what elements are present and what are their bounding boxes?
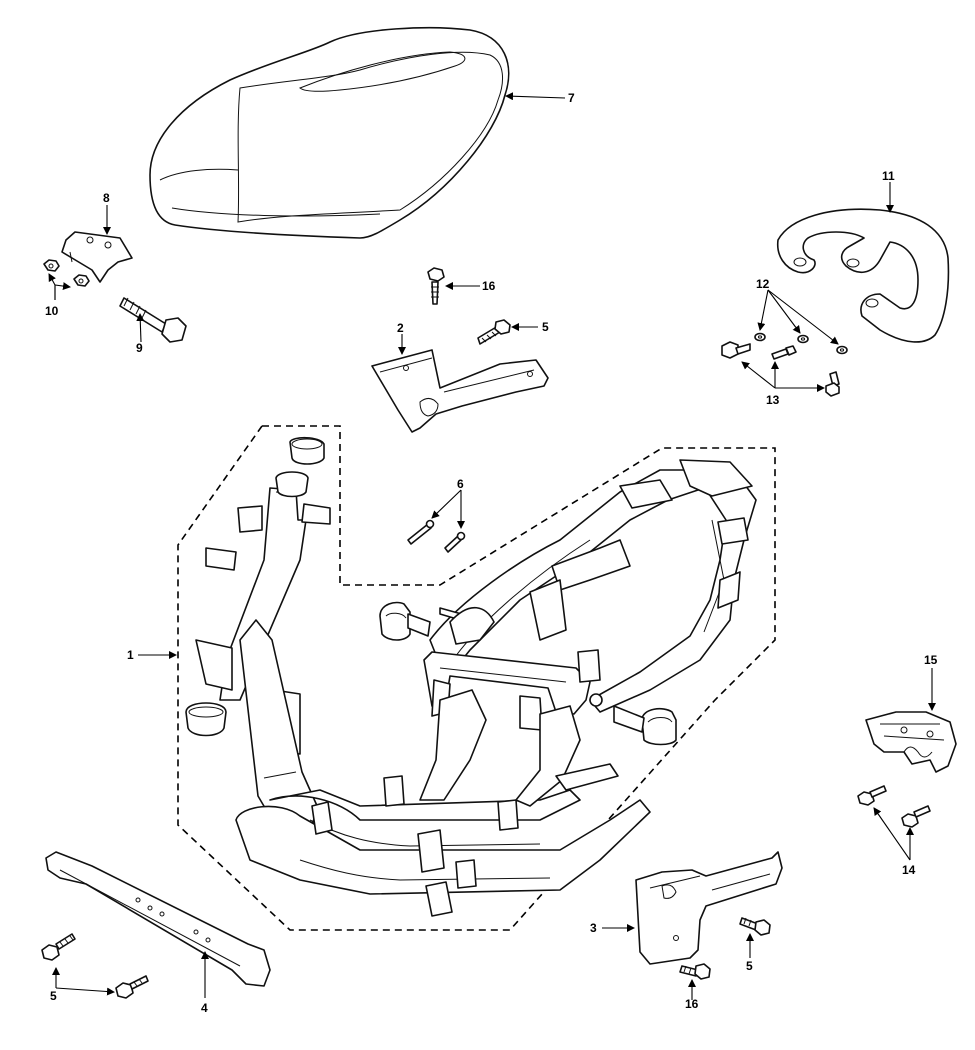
callout-15: 15 [924,653,938,667]
callout-16-upper: 16 [482,279,496,293]
callout-3: 3 [590,921,597,935]
nut-part [43,259,90,287]
callout-9: 9 [136,341,143,355]
callout-5-upper: 5 [542,320,549,334]
screw-part [679,917,771,980]
latch-part [865,711,957,773]
screw-part [857,785,931,828]
washer-part [754,332,848,355]
bolt-part [119,297,187,343]
callout-6: 6 [457,477,464,491]
callout-5-lower-left: 5 [50,989,57,1003]
callout-8: 8 [103,191,110,205]
callout-7: 7 [568,91,575,105]
pin-part [407,519,466,553]
cover-part [635,851,783,965]
callout-10: 10 [45,304,59,318]
grab-rail-part [776,208,950,343]
screw-part [427,267,445,305]
bolt-part [721,341,840,397]
leader-lines [48,92,936,1000]
callout-16-lower: 16 [685,997,699,1011]
callout-5-lower-right: 5 [746,959,753,973]
callout-11: 11 [882,169,895,183]
stay-part [45,851,271,987]
callout-14: 14 [902,863,916,877]
callout-2: 2 [397,321,404,335]
screw-part [41,933,149,999]
cover-part [371,349,549,433]
engine-mount-part [379,601,677,746]
bracket-part [61,231,133,283]
callout-1: 1 [127,648,134,662]
callout-12: 12 [756,277,770,291]
frame-part [177,425,776,931]
callout-labels: 7 8 10 9 11 12 13 16 5 2 6 1 4 5 3 5 16 … [45,91,938,1015]
callout-4: 4 [201,1001,208,1015]
screw-part [477,319,511,345]
seat-part [149,26,510,239]
callout-13: 13 [766,393,780,407]
